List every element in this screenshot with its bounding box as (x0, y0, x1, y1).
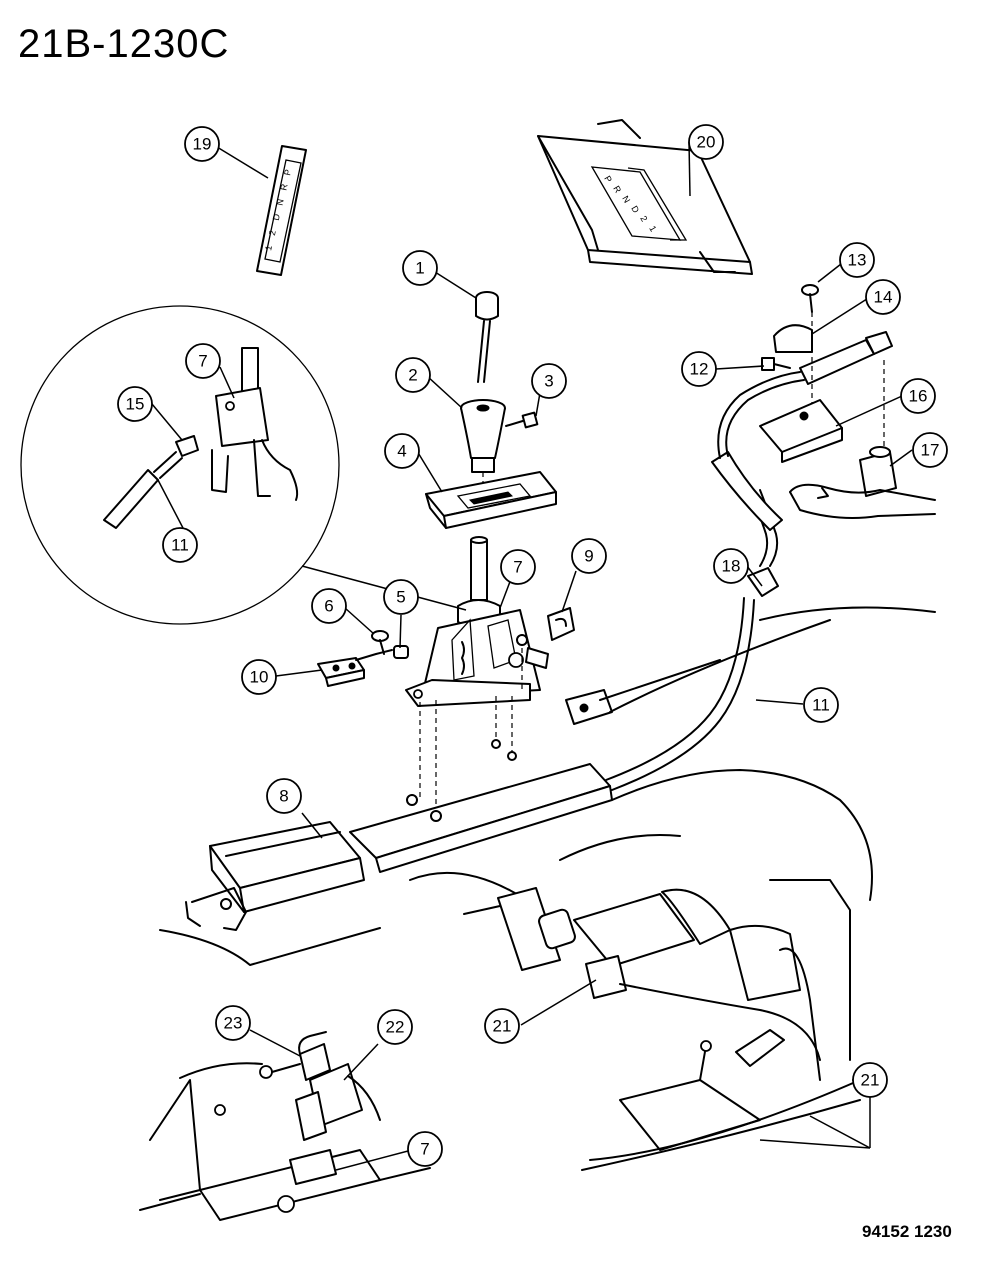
part-7-shifter-assembly (405, 536, 549, 707)
callout-21-column-label: 21 (493, 1017, 512, 1036)
part-4-shift-cover (425, 471, 557, 529)
callout-11-inset: 11 (162, 527, 198, 563)
callout-7-assembly: 7 (500, 549, 536, 585)
strip-19-gear-letter: N (275, 198, 286, 206)
part-6-bolt (371, 630, 389, 655)
callout-21-column: 21 (484, 1008, 520, 1044)
part-5-bushing (393, 645, 409, 659)
part-13-bolt (801, 284, 819, 313)
diagram-reference-number: 94152 1230 (862, 1222, 952, 1241)
callout-3: 3 (531, 363, 567, 399)
strip-19-gear-letter: P (282, 168, 293, 176)
callout-6: 6 (311, 588, 347, 624)
callout-5-label: 5 (396, 588, 405, 607)
bezel-20-gear-letter: R (611, 184, 623, 195)
callout-17-label: 17 (921, 441, 940, 460)
callout-21-lower: 21 (852, 1062, 888, 1098)
callout-7-lower: 7 (407, 1131, 443, 1167)
diagram-code: 21B-1230C (18, 22, 230, 66)
callout-15-label: 15 (126, 395, 145, 414)
callout-9-label: 9 (584, 547, 593, 566)
callout-1: 1 (402, 250, 438, 286)
callout-9: 9 (571, 538, 607, 574)
part-10-bracket (317, 649, 393, 687)
part-1-shift-knob-button (475, 291, 499, 383)
callout-7-inset: 7 (185, 343, 221, 379)
callout-10: 10 (241, 659, 277, 695)
callout-7-lower-label: 7 (420, 1140, 429, 1159)
bezel-20-gear-letter: D (629, 204, 641, 215)
strip-19-gear-letter: 2 (267, 229, 278, 236)
callout-14: 14 (865, 279, 901, 315)
detail-inset (20, 305, 467, 625)
part-17-adapter (859, 446, 897, 497)
part-14-clamp (773, 312, 813, 430)
floor-pan-contour (159, 606, 936, 966)
callout-18: 18 (713, 548, 749, 584)
callout-19-label: 19 (193, 135, 212, 154)
part-12-bolt (761, 357, 791, 371)
callout-17: 17 (912, 432, 948, 468)
callout-13-label: 13 (848, 251, 867, 270)
part-11-shift-cable (605, 331, 893, 791)
callout-11-cable-label: 11 (812, 696, 830, 715)
callout-20-label: 20 (697, 133, 716, 152)
part-3-screw (505, 411, 539, 429)
transmission-case-outline (789, 360, 936, 519)
callout-8: 8 (266, 778, 302, 814)
callout-14-label: 14 (874, 288, 893, 307)
part-23-clip (298, 1031, 331, 1081)
callout-12-label: 12 (690, 360, 709, 379)
part-22-interlock-switch (259, 1063, 381, 1141)
callout-7-inset-label: 7 (198, 352, 207, 371)
callout-19: 19 (184, 126, 220, 162)
callout-13: 13 (839, 242, 875, 278)
part-16-cable-bracket (759, 399, 843, 463)
callout-22: 22 (377, 1009, 413, 1045)
bezel-20-gear-letter: N (620, 194, 632, 205)
part-2-shift-handle (460, 399, 506, 473)
callout-4-label: 4 (397, 442, 406, 461)
bezel-20-gear-letter: 2 (638, 214, 649, 223)
callout-11-cable: 11 (803, 687, 839, 723)
callout-23: 23 (215, 1005, 251, 1041)
bezel-20-gear-letter: 1 (647, 224, 658, 233)
part-9-nut (516, 634, 528, 646)
callout-16: 16 (900, 378, 936, 414)
callout-23-label: 23 (224, 1014, 243, 1033)
callout-8-label: 8 (279, 787, 288, 806)
callout-12: 12 (681, 351, 717, 387)
callout-11-inset-label: 11 (171, 536, 189, 555)
strip-19-gear-letter: 1 (263, 244, 274, 251)
callout-2-label: 2 (408, 366, 417, 385)
part-8-shifter-mounting-bracket (185, 689, 613, 931)
part-21-steering-column (463, 879, 861, 1171)
callout-15: 15 (117, 386, 153, 422)
callout-7-assembly-label: 7 (513, 558, 522, 577)
part-9-clip (547, 607, 575, 641)
callout-6-label: 6 (324, 597, 333, 616)
callout-3-label: 3 (544, 372, 553, 391)
callout-10-label: 10 (250, 668, 269, 687)
part-7-shifter-base-lower (139, 1062, 431, 1221)
bezel-20-gear-letter: P (602, 174, 614, 184)
callout-22-label: 22 (386, 1018, 405, 1037)
callout-21-lower-label: 21 (861, 1071, 880, 1090)
callout-1-label: 1 (415, 259, 424, 278)
strip-19-gear-letter: R (278, 182, 289, 191)
callout-16-label: 16 (909, 387, 928, 406)
strip-19-gear-letter: D (271, 212, 282, 221)
callout-4: 4 (384, 433, 420, 469)
callout-20: 20 (688, 124, 724, 160)
callout-2: 2 (395, 357, 431, 393)
callout-18-label: 18 (722, 557, 741, 576)
callout-5: 5 (383, 579, 419, 615)
